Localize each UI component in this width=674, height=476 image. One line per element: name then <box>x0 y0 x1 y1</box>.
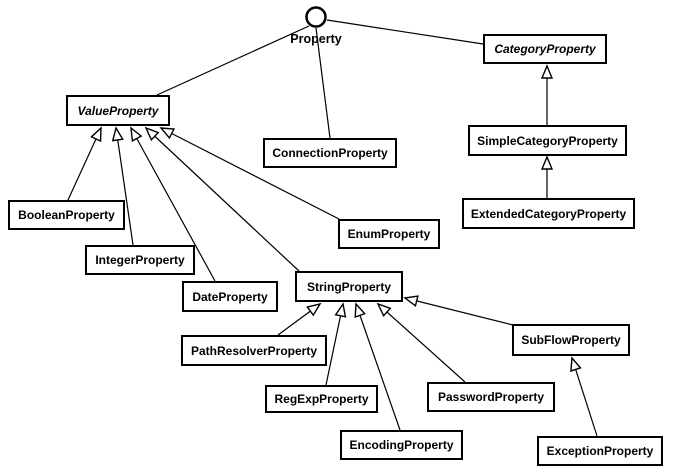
interface-node-property[interactable]: Property <box>290 32 342 46</box>
edge-subflow-to-string <box>405 298 514 326</box>
class-node-connectionproperty[interactable]: ConnectionProperty <box>263 138 397 168</box>
property-interface-circle-icon[interactable] <box>305 6 327 28</box>
edge-connectionproperty-to-property <box>315 27 331 139</box>
class-node-categoryproperty[interactable]: CategoryProperty <box>483 34 607 64</box>
class-node-passwordproperty[interactable]: PasswordProperty <box>427 382 555 412</box>
class-node-pathresolverproperty[interactable]: PathResolverProperty <box>181 335 327 366</box>
class-node-encodingproperty[interactable]: EncodingProperty <box>340 430 463 460</box>
edge-enum-to-value <box>161 128 340 220</box>
edge-categoryproperty-to-property <box>326 19 484 45</box>
edge-boolean-to-value <box>67 128 101 201</box>
class-node-valueproperty[interactable]: ValueProperty <box>66 95 170 126</box>
class-node-dateproperty[interactable]: DateProperty <box>182 281 278 312</box>
class-node-enumproperty[interactable]: EnumProperty <box>338 219 440 249</box>
edge-string-to-value <box>146 128 300 272</box>
edge-encoding-to-string <box>356 304 401 431</box>
class-node-exceptionproperty[interactable]: ExceptionProperty <box>537 436 663 466</box>
edge-regexp-to-string <box>325 304 343 386</box>
class-node-extendedcategoryproperty[interactable]: ExtendedCategoryProperty <box>462 198 635 229</box>
edge-pathresolver-to-string <box>277 304 320 336</box>
edge-integer-to-value <box>116 128 134 246</box>
edge-valueproperty-to-property <box>156 25 310 96</box>
class-node-stringproperty[interactable]: StringProperty <box>295 271 403 302</box>
class-node-booleanproperty[interactable]: BooleanProperty <box>8 200 125 230</box>
class-node-integerproperty[interactable]: IntegerProperty <box>85 245 195 275</box>
class-node-subflowproperty[interactable]: SubFlowProperty <box>512 324 630 356</box>
class-node-regexpproperty[interactable]: RegExpProperty <box>265 385 378 413</box>
class-node-simplecategoryproperty[interactable]: SimpleCategoryProperty <box>468 125 627 156</box>
edge-date-to-value <box>131 128 216 282</box>
edge-exception-to-subflow <box>572 358 598 437</box>
edge-password-to-string <box>378 304 466 383</box>
